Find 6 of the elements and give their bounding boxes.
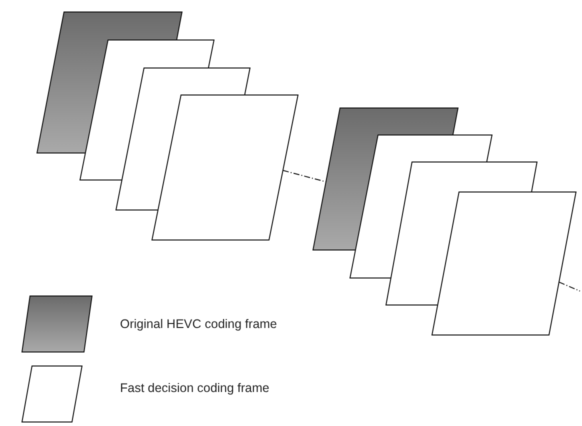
legend-text: Original HEVC coding frame xyxy=(120,317,278,331)
legend-text: Fast decision coding frame xyxy=(120,381,270,395)
frame-parallelogram xyxy=(152,95,298,240)
frame-parallelogram xyxy=(432,192,576,335)
dash-dot-line xyxy=(282,170,326,182)
dash-dot-line xyxy=(558,282,580,292)
